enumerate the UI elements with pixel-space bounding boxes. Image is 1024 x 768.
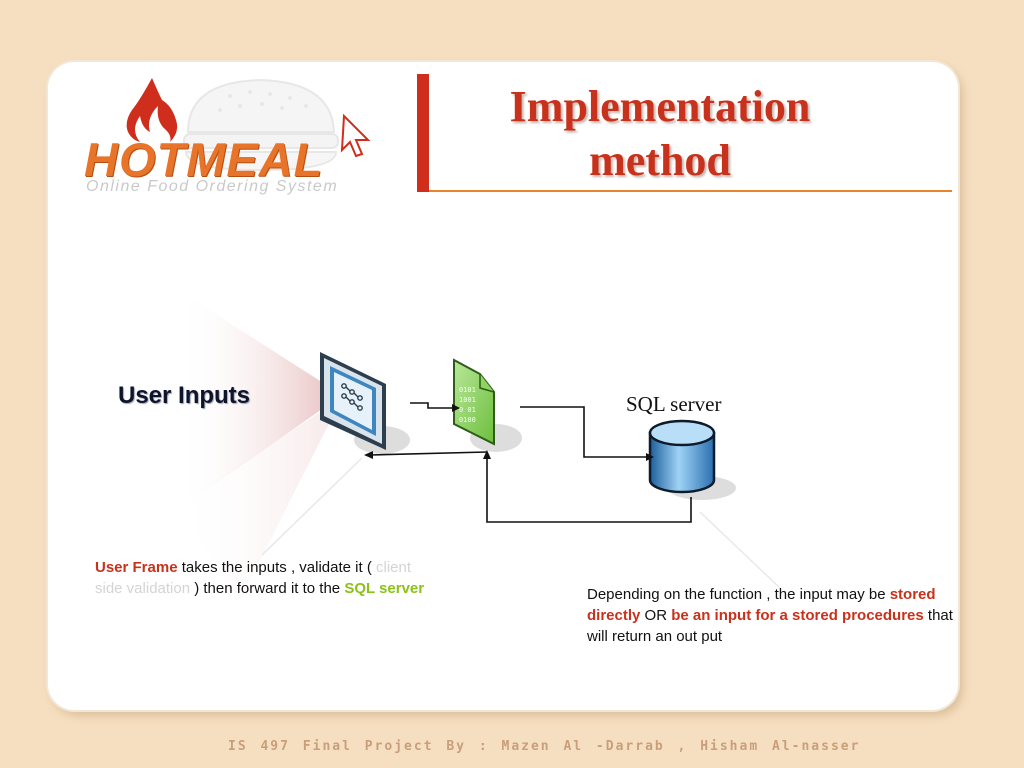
user-frame-note: User Frame takes the inputs , validate i… xyxy=(95,557,440,599)
sql-server-label: SQL server xyxy=(626,392,722,416)
stored-directly-term: stored directly xyxy=(587,586,936,624)
title-underline xyxy=(429,190,952,192)
note-right-text-2: that will return an out put xyxy=(587,607,953,645)
svg-text:1001: 1001 xyxy=(459,396,476,404)
svg-text:0 01: 0 01 xyxy=(459,406,476,414)
database-icon xyxy=(648,419,736,500)
user-frame-icon xyxy=(320,352,410,454)
file-to-frame-arrow xyxy=(369,451,488,456)
logo-text: HOTMEAL xyxy=(84,133,324,186)
client-validation-term: client side validation xyxy=(95,559,412,597)
note-right-text-1: Depending on the function , the input ma… xyxy=(587,586,890,603)
cursor-icon xyxy=(340,113,371,158)
logo-subtitle: Online Food Ordering System xyxy=(86,178,339,195)
sql-return-path xyxy=(486,456,692,523)
flame-icon xyxy=(126,78,178,142)
note-right-or: OR xyxy=(640,607,672,624)
frame-pointer-line xyxy=(261,457,363,556)
note-left-text-2: ) then forward it to the xyxy=(190,580,345,597)
title-line-1: Implementation xyxy=(509,82,811,131)
page-title: Implementation method xyxy=(430,80,890,188)
title-line-2: method xyxy=(589,136,731,185)
user-input-beam-bottom xyxy=(178,398,342,600)
svg-text:0101: 0101 xyxy=(459,386,476,394)
hotmeal-logo xyxy=(126,78,371,172)
frame-to-file-arrow xyxy=(410,402,452,409)
sql-server-note: Depending on the function , the input ma… xyxy=(587,584,957,647)
user-frame-term: User Frame xyxy=(95,559,178,576)
footer-credits: IS 497 Final Project By : Mazen Al -Darr… xyxy=(228,739,861,754)
sql-pointer-line xyxy=(699,511,781,589)
stored-procedure-term: be an input for a stored procedures xyxy=(671,607,924,624)
svg-text:0100: 0100 xyxy=(459,416,476,424)
burger-icon xyxy=(183,78,339,172)
user-inputs-label: User Inputs xyxy=(118,382,251,409)
sql-server-term: SQL server xyxy=(344,580,425,597)
user-input-beam xyxy=(178,290,342,510)
arrowheads xyxy=(364,404,654,461)
note-left-text-1: takes the inputs , validate it ( xyxy=(177,559,376,576)
data-file-icon: 0101 1001 0 01 0100 xyxy=(453,358,522,452)
title-accent-bar xyxy=(417,74,429,192)
file-to-sql-arrow xyxy=(520,406,646,458)
connectors xyxy=(369,402,692,523)
